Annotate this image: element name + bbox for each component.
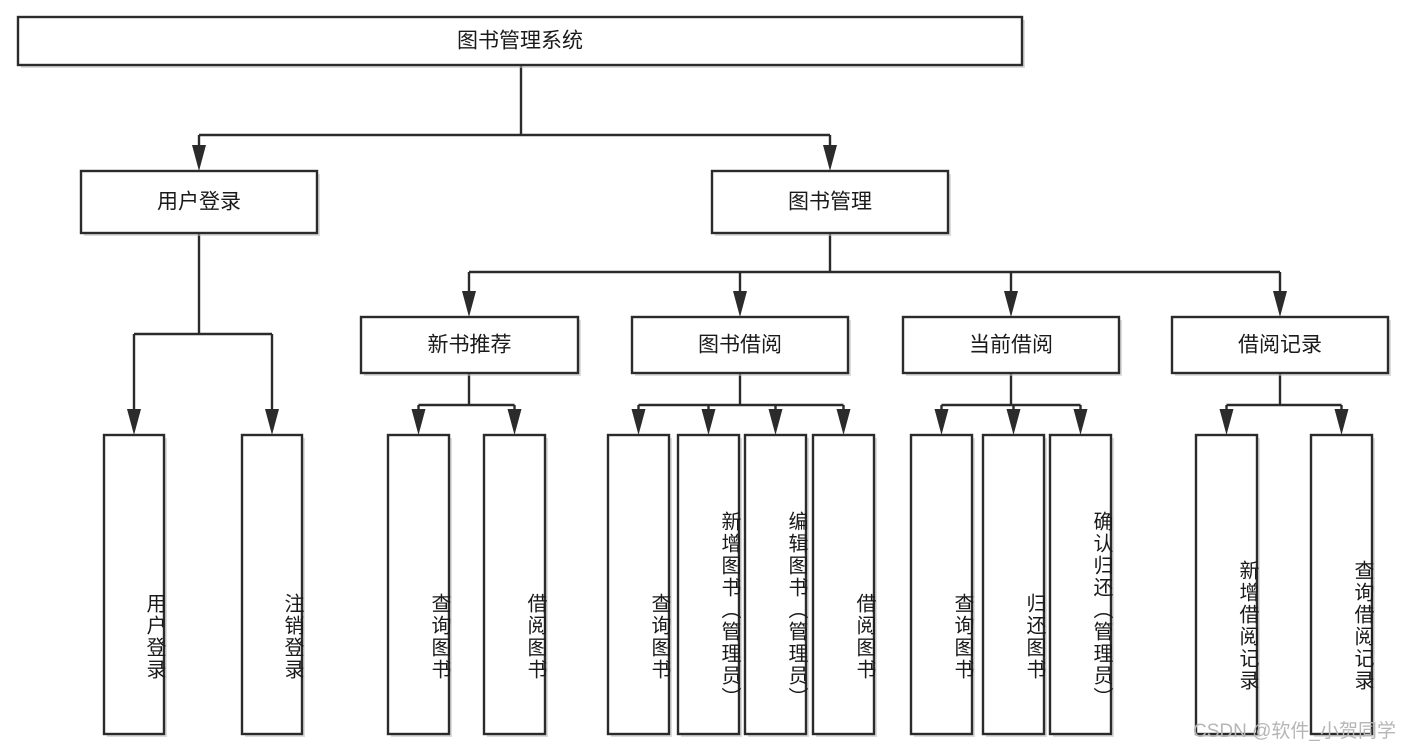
node-root-label: 图书管理系统 xyxy=(457,30,583,53)
node-book-manage-label: 图书管理 xyxy=(788,191,872,214)
book-manage-arrow-2 xyxy=(1004,291,1018,317)
node-leaf-query-book-3[interactable] xyxy=(909,433,974,736)
book-borrow-arrow-0 xyxy=(631,409,646,435)
node-book-manage[interactable] xyxy=(710,169,950,235)
node-book-borrow-label: 图书借阅 xyxy=(698,334,782,357)
node-leaf-edit-book[interactable] xyxy=(743,433,808,736)
book-borrow-arrow-3 xyxy=(836,409,851,435)
node-borrow-record-label: 借阅记录 xyxy=(1238,334,1322,357)
node-leaf-add-book[interactable] xyxy=(676,433,741,736)
node-leaf-add-record[interactable] xyxy=(1194,433,1259,736)
node-current-borrow-label: 当前借阅 xyxy=(969,334,1053,357)
node-leaf-query-book-2[interactable] xyxy=(606,433,671,736)
node-leaf-borrow-book-1[interactable] xyxy=(482,433,547,736)
book-manage-arrow-1 xyxy=(733,291,747,317)
new-book-rec-arrow-0 xyxy=(411,409,426,435)
node-borrow-record[interactable] xyxy=(1170,315,1390,375)
borrow-record-arrow-0 xyxy=(1219,409,1234,435)
node-leaf-query-record[interactable] xyxy=(1309,433,1374,736)
node-new-book-rec-label: 新书推荐 xyxy=(428,334,512,357)
node-leaf-confirm-return[interactable] xyxy=(1048,433,1113,736)
node-user-login[interactable] xyxy=(79,169,319,235)
node-current-borrow[interactable] xyxy=(901,315,1121,375)
book-manage-arrow-0 xyxy=(462,291,476,317)
node-new-book-rec[interactable] xyxy=(359,315,580,375)
root-arrow-1 xyxy=(823,145,837,171)
book-borrow-arrow-2 xyxy=(768,409,783,435)
node-leaf-return-book[interactable] xyxy=(981,433,1046,736)
new-book-rec-arrow-1 xyxy=(507,409,522,435)
borrow-record-arrow-1 xyxy=(1334,409,1349,435)
node-leaf-user-login[interactable] xyxy=(102,433,166,736)
book-borrow-arrow-1 xyxy=(701,409,716,435)
node-leaf-query-book-1[interactable] xyxy=(386,433,451,736)
current-borrow-arrow-2 xyxy=(1073,409,1088,435)
current-borrow-arrow-1 xyxy=(1006,409,1021,435)
node-root[interactable] xyxy=(16,15,1024,67)
book-manage-arrow-3 xyxy=(1273,291,1287,317)
node-leaf-logout[interactable] xyxy=(240,433,304,736)
root-arrow-0 xyxy=(192,145,206,171)
user-login-arrow-1 xyxy=(265,409,279,435)
current-borrow-arrow-0 xyxy=(934,409,949,435)
node-user-login-label: 用户登录 xyxy=(157,191,241,214)
connector-layer xyxy=(127,65,1349,435)
node-leaf-borrow-book-2[interactable] xyxy=(811,433,876,736)
node-box-layer xyxy=(16,15,1391,737)
node-book-borrow[interactable] xyxy=(630,315,850,375)
user-login-arrow-0 xyxy=(127,409,141,435)
